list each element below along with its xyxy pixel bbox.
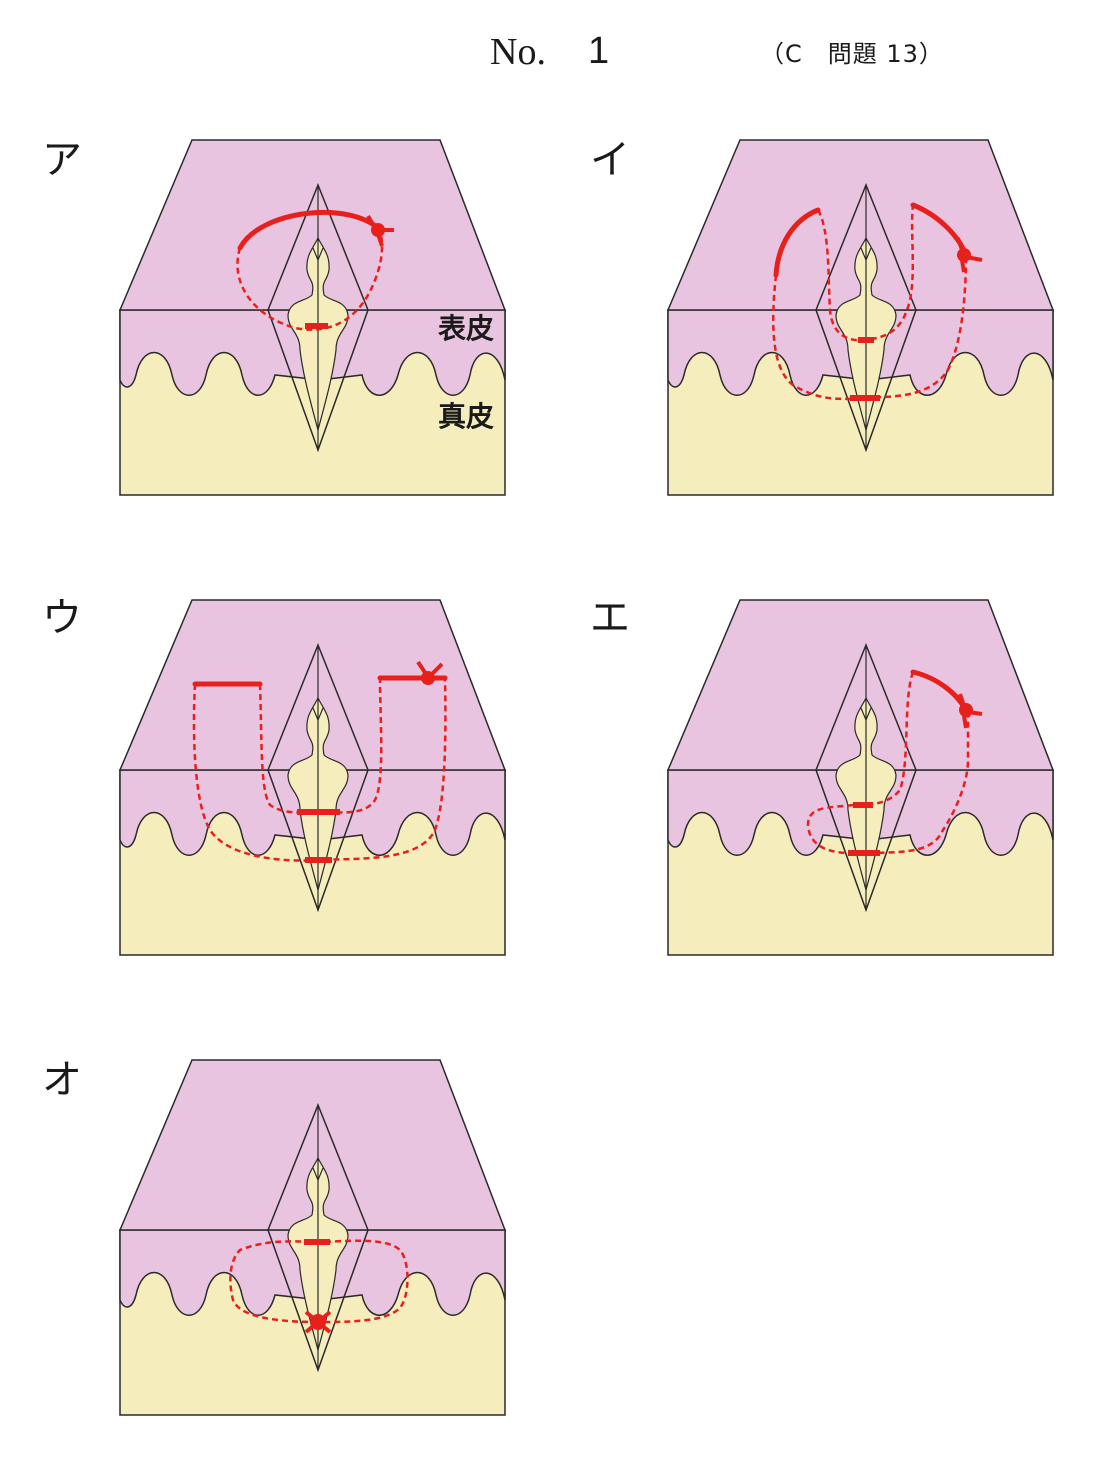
panel-letter-e: エ: [590, 595, 630, 641]
wound-tip: [312, 247, 324, 262]
wound-tip: [312, 1167, 324, 1182]
knot-icon: [304, 1310, 332, 1334]
suture-diagram-a: 表皮 真皮: [118, 139, 507, 496]
skin-block: [118, 599, 507, 956]
header-no-label: No.: [490, 31, 546, 73]
skin-block: [666, 599, 1055, 956]
panel-letter-a: ア: [42, 137, 82, 183]
suture-buried-path: [806, 671, 970, 855]
skin-block: [118, 139, 507, 496]
label-dermis: 真皮: [438, 400, 494, 433]
knot-icon: [956, 237, 983, 273]
suture-diagram-o: [118, 1059, 507, 1416]
epidermis-top: [666, 139, 1055, 311]
label-epidermis: 表皮: [438, 312, 494, 345]
skin-block: [118, 1059, 507, 1416]
knot-icon: [958, 693, 983, 729]
header-question-ref: （C 問題 13）: [760, 40, 944, 68]
suture-deep-loop: [192, 677, 447, 862]
wound-tip: [860, 247, 872, 262]
knot-icon: [416, 660, 444, 685]
suture-diagram-i: [666, 139, 1055, 496]
wound-tip: [860, 707, 872, 722]
epidermis-top: [118, 139, 507, 311]
wound-tip: [312, 707, 324, 722]
skin-block: [666, 139, 1055, 496]
header-no-value: 1: [588, 30, 610, 72]
panel-letter-i: イ: [590, 137, 630, 183]
panel-letter-o: オ: [42, 1057, 82, 1103]
epidermis-top: [118, 1059, 507, 1231]
suture-diagram-u: [118, 599, 507, 956]
suture-diagram-e: [666, 599, 1055, 956]
panel-letter-u: ウ: [42, 595, 82, 641]
suture-buried-path: [236, 229, 384, 331]
suture-surface-arc: [237, 210, 383, 251]
knot-icon: [366, 214, 394, 247]
epidermis-top: [666, 599, 1055, 771]
suture-surface-arc-left: [773, 207, 821, 278]
epidermis-top: [118, 599, 507, 771]
